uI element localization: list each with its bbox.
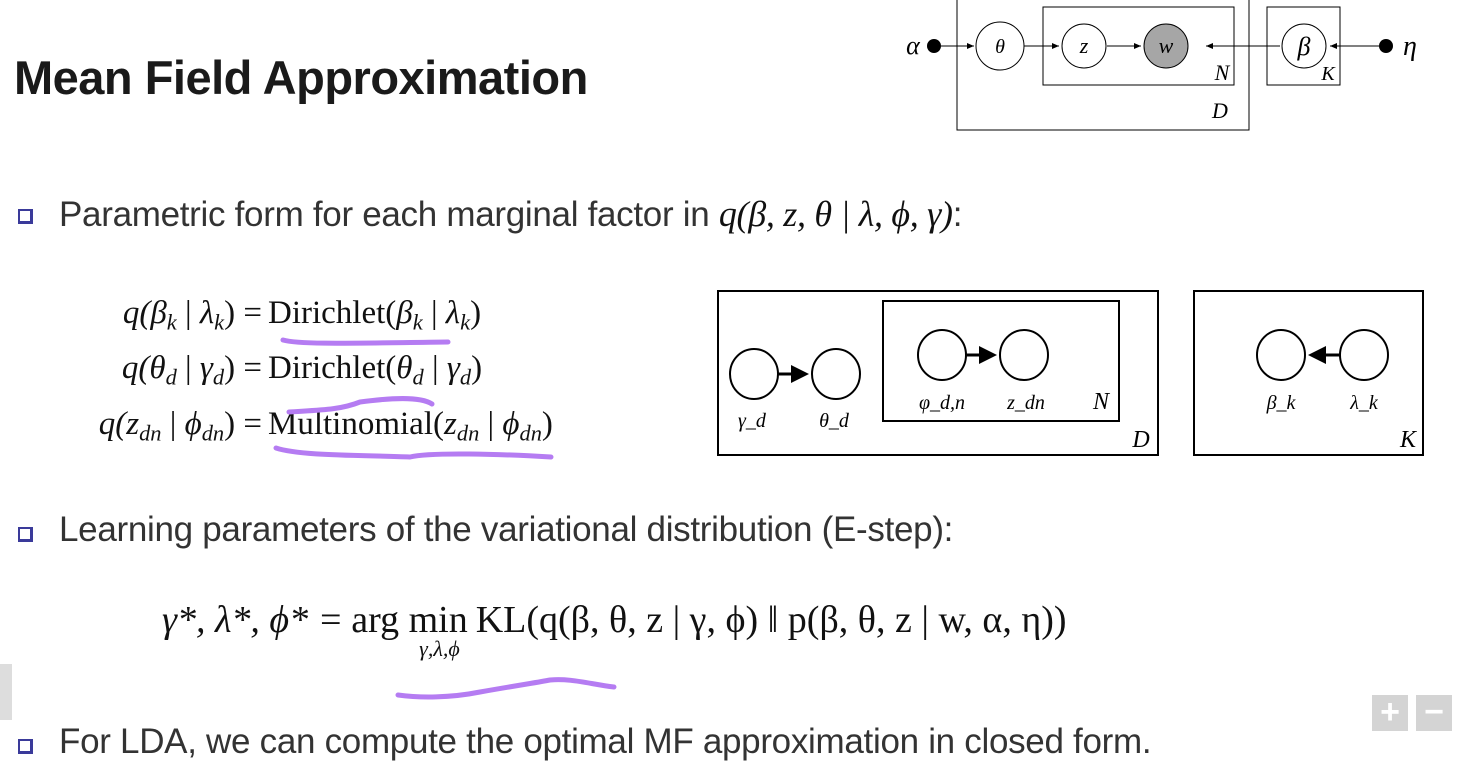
- svg-text:γ_d: γ_d: [738, 410, 767, 432]
- math-subscript: d: [165, 364, 177, 390]
- math-token: q(: [121, 350, 150, 386]
- math-subscript: k: [214, 309, 225, 335]
- svg-text:β_k: β_k: [1266, 392, 1297, 414]
- marginal-equation: q(θd | γd) =Dirichlet(θd | γd): [0, 350, 482, 391]
- math-token: q(: [98, 406, 127, 442]
- svg-text:φ_d,n: φ_d,n: [919, 392, 965, 414]
- variational-graphical-model: γ_d θ_d φ_d,n z_dn N D β_k λ_k K: [717, 290, 1424, 456]
- math-token: z: [444, 406, 457, 442]
- math-subscript: k: [412, 309, 423, 335]
- equation-lhs: q(βk | λk) =: [0, 295, 262, 336]
- page-tab[interactable]: [0, 664, 12, 720]
- math-token: |: [161, 406, 185, 442]
- lda-graphical-model: α θ z w β η N D K: [906, 0, 1417, 131]
- math-token: Dirichlet(: [268, 350, 397, 386]
- math-token: ϕ: [502, 406, 520, 442]
- math-token: ): [541, 406, 553, 442]
- node-beta: [1281, 23, 1327, 69]
- math-token: z: [126, 406, 140, 442]
- equation-rhs: Dirichlet(θd | γd): [268, 350, 482, 391]
- math-subscript: d: [412, 364, 424, 390]
- svg-text:θ_d: θ_d: [819, 410, 850, 432]
- math-subscript: dn: [201, 420, 225, 446]
- math-token: Multinomial(: [268, 406, 444, 442]
- e-step-equation: γ*, λ*, ϕ* = arg min γ,λ,ϕ KL(q(β, θ, z …: [162, 599, 1067, 661]
- plate-N: [882, 300, 1120, 422]
- bullet-1-math: q(β, z, θ | λ, ϕ, γ): [718, 194, 953, 234]
- math-token: ): [471, 350, 483, 386]
- bullet-3: For LDA, we can compute the optimal MF a…: [59, 722, 1152, 761]
- equation-lhs: q(θd | γd) =: [0, 350, 262, 391]
- plate-K: [1193, 290, 1424, 456]
- bullet-marker: [18, 527, 33, 542]
- math-token: |: [423, 350, 447, 386]
- bullet-2: Learning parameters of the variational d…: [59, 510, 954, 549]
- svg-text:D: D: [1211, 98, 1228, 123]
- math-token: γ: [446, 350, 460, 386]
- svg-text:z: z: [1079, 33, 1089, 58]
- svg-text:N: N: [1092, 389, 1111, 415]
- math-token: Dirichlet(: [268, 295, 397, 331]
- math-token: β: [396, 295, 413, 331]
- equation-rhs: Multinomial(zdn | ϕdn): [268, 406, 553, 447]
- bullet-marker: [18, 739, 33, 754]
- node-z: [1061, 23, 1107, 69]
- math-token: ) =: [224, 406, 262, 442]
- svg-text:η: η: [1403, 31, 1417, 62]
- plate-D: [717, 290, 1159, 456]
- svg-text:α: α: [906, 31, 921, 60]
- math-subscript: k: [460, 309, 471, 335]
- math-token: ): [470, 295, 482, 331]
- math-subscript: d: [459, 364, 472, 390]
- math-token: θ: [149, 350, 166, 386]
- node-theta: [975, 21, 1025, 71]
- svg-text:D: D: [1131, 427, 1149, 453]
- math-token: ) =: [224, 295, 262, 331]
- marginal-equation: q(zdn | ϕdn) =Multinomial(zdn | ϕdn): [0, 406, 553, 447]
- svg-text:w: w: [1159, 33, 1174, 58]
- svg-text:λ_k: λ_k: [1349, 392, 1379, 414]
- math-subscript: d: [212, 364, 225, 390]
- math-token: λ: [199, 295, 215, 331]
- math-subscript: dn: [456, 420, 480, 446]
- node-w: [1143, 23, 1189, 69]
- math-subscript: k: [166, 309, 177, 335]
- math-token: |: [422, 295, 446, 331]
- math-token: θ: [396, 350, 413, 386]
- svg-text:θ: θ: [995, 36, 1005, 58]
- math-subscript: dn: [519, 420, 542, 446]
- math-token: β: [150, 295, 167, 331]
- math-token: q(: [122, 295, 151, 331]
- svg-text:K: K: [1399, 427, 1418, 453]
- plate-D: [956, 0, 1250, 131]
- bullet-marker: [18, 209, 33, 224]
- zoom-in-button[interactable]: +: [1372, 695, 1408, 731]
- zoom-out-button[interactable]: −: [1416, 695, 1452, 731]
- bullet-1: Parametric form for each marginal factor…: [59, 194, 963, 234]
- marginal-equation: q(βk | λk) =Dirichlet(βk | λk): [0, 295, 481, 336]
- math-token: |: [479, 406, 503, 442]
- math-token: γ: [199, 350, 213, 386]
- math-token: |: [176, 350, 200, 386]
- svg-text:β: β: [1297, 32, 1311, 61]
- svg-text:N: N: [1214, 60, 1231, 85]
- equation-rhs: Dirichlet(βk | λk): [268, 295, 481, 336]
- math-token: λ: [445, 295, 461, 331]
- svg-text:K: K: [1320, 63, 1336, 85]
- svg-text:z_dn: z_dn: [1006, 392, 1045, 414]
- math-token: |: [176, 295, 200, 331]
- math-token: ) =: [224, 350, 262, 386]
- slide-title: Mean Field Approximation: [14, 51, 588, 104]
- equation-lhs: q(zdn | ϕdn) =: [0, 406, 262, 447]
- math-subscript: dn: [139, 420, 162, 446]
- math-token: ϕ: [184, 406, 202, 442]
